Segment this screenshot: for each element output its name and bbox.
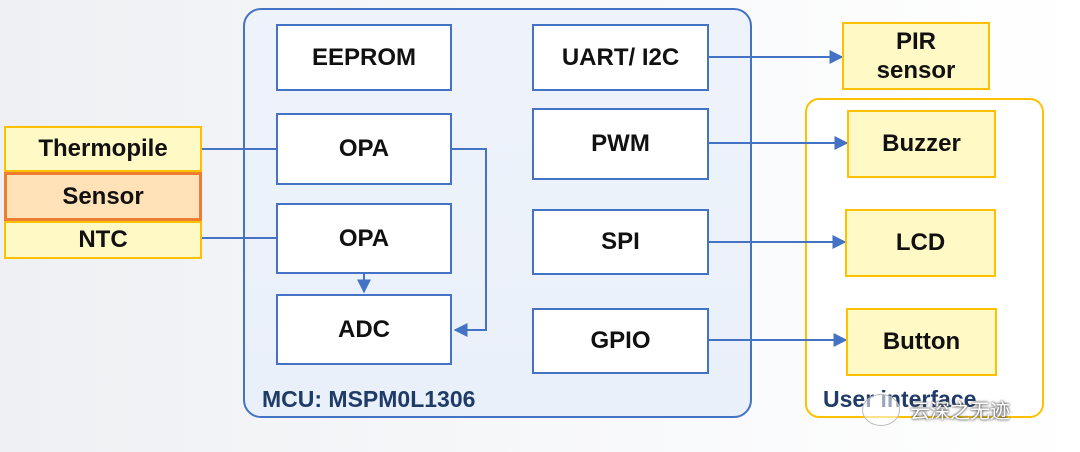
adc-block: ADC xyxy=(276,294,452,365)
pir-sensor-label-line1: PIR xyxy=(895,28,936,55)
uart-i2c-block: UART/ I2C xyxy=(532,24,709,91)
eeprom-block: EEPROM xyxy=(276,24,452,91)
gpio-block: GPIO xyxy=(532,308,709,374)
opa-block-2: OPA xyxy=(276,203,452,274)
ntc-box: NTC xyxy=(4,221,202,259)
pir-sensor-label-line2: sensor xyxy=(876,57,956,84)
opa-block-1: OPA xyxy=(276,113,452,185)
mcu-label: MCU: MSPM0L1306 xyxy=(262,386,476,412)
lcd-box: LCD xyxy=(845,209,996,277)
pir-sensor-box: PIR sensor xyxy=(842,22,990,90)
buzzer-box: Buzzer xyxy=(847,110,996,178)
button-box: Button xyxy=(846,308,997,376)
line-opa1-adc xyxy=(452,148,487,337)
watermark-text: 云深之无迹 xyxy=(910,399,1010,423)
pwm-block: PWM xyxy=(532,108,709,180)
spi-block: SPI xyxy=(532,209,709,275)
sensor-box: Sensor xyxy=(4,172,202,221)
thermopile-box: Thermopile xyxy=(4,126,202,172)
wechat-icon xyxy=(862,394,900,426)
